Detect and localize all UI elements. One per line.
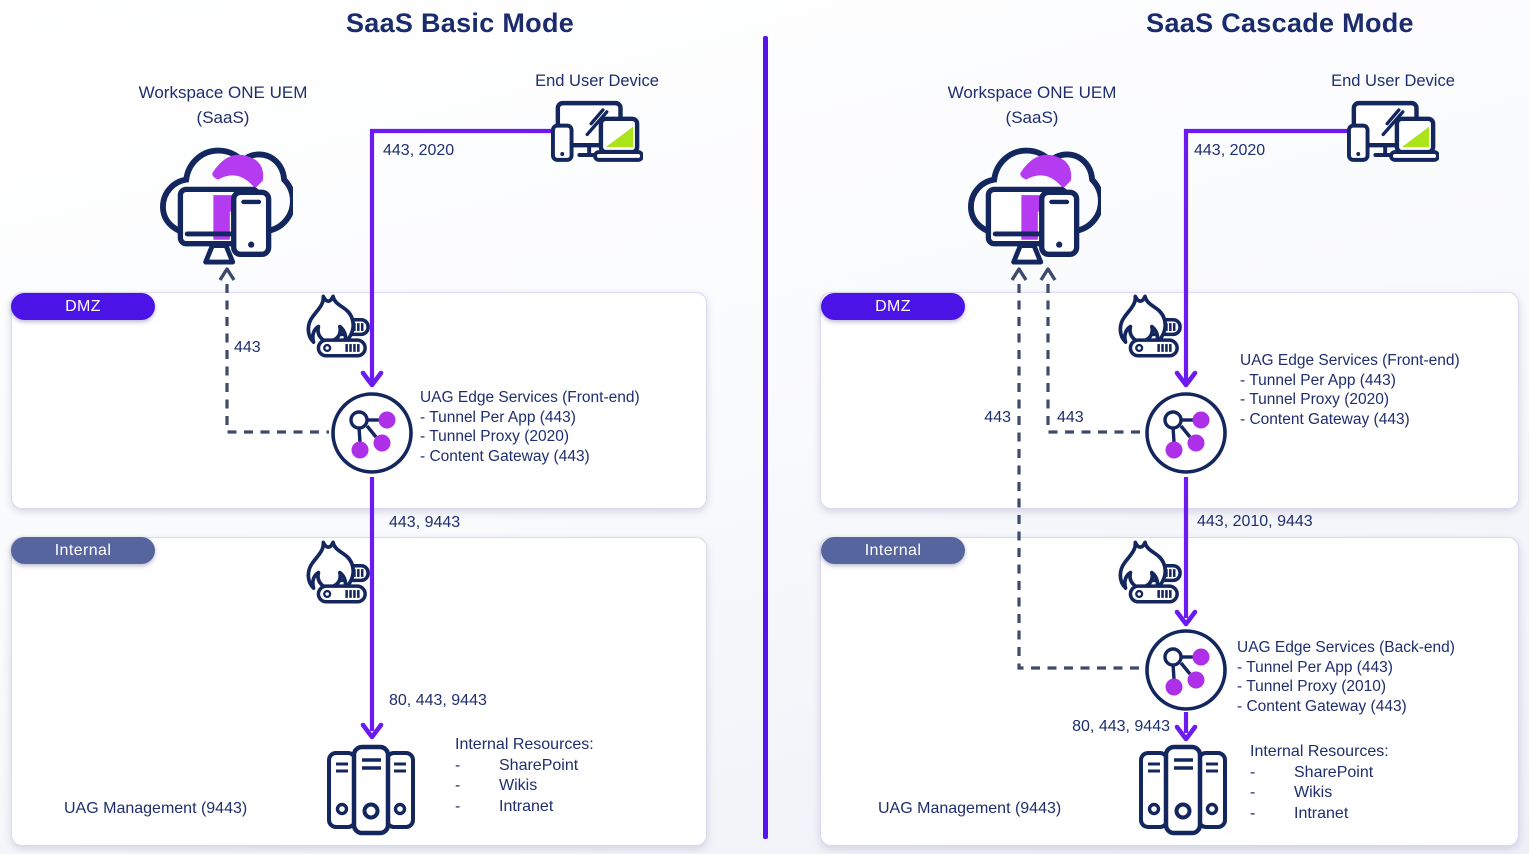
cascade-internal-badge: Internal xyxy=(821,537,965,564)
cascade-uag-frontend-item-content-gateway: - Content Gateway (443) xyxy=(1240,410,1410,428)
basic-dmz-badge-label: DMZ xyxy=(65,297,101,315)
basic-cloud-ports-label: 443 xyxy=(234,339,261,356)
cascade-uag-frontend-item-tunnel-per-app: - Tunnel Per App (443) xyxy=(1240,371,1396,389)
cascade-backend-to-cloud-arrowhead xyxy=(1010,267,1028,281)
cascade-resource-item-intranet: - Intranet xyxy=(1250,804,1389,825)
basic-uag-frontend-title: UAG Edge Services (Front-end) xyxy=(420,389,640,406)
basic-panel-title: SaaS Basic Mode xyxy=(345,8,575,38)
basic-internal-firewall-icon xyxy=(298,540,370,609)
cascade-uag-backend-item-content-gateway: - Content Gateway (443) xyxy=(1237,697,1407,715)
cascade-cloud-ports-left-label: 443 xyxy=(984,409,1011,426)
cascade-uem-label-line2: (SaaS) xyxy=(1005,108,1059,127)
cascade-uag-backend-title: UAG Edge Services (Back-end) xyxy=(1237,639,1455,656)
basic-internal-badge-label: Internal xyxy=(54,541,112,559)
basic-uem-label-line2: (SaaS) xyxy=(196,108,250,127)
cascade-workspace-one-uem-cloud-icon xyxy=(965,137,1101,265)
cascade-device-ports-label: 443, 2020 xyxy=(1194,142,1266,159)
cascade-uag-management-label: UAG Management (9443) xyxy=(878,800,1062,817)
bullet-dash: - xyxy=(455,797,461,815)
cascade-uag-backend-item-tunnel-proxy: - Tunnel Proxy (2010) xyxy=(1237,678,1387,696)
basic-device-ports-label: 443, 2020 xyxy=(383,142,455,159)
basic-uag-frontend-item-tunnel-per-app: - Tunnel Per App (443) xyxy=(420,408,576,426)
basic-uem-label-line1: Workspace ONE UEM xyxy=(138,83,308,102)
cascade-internal-resources-title: Internal Resources: xyxy=(1250,743,1389,760)
cascade-uag-backend-node-icon xyxy=(1144,628,1228,712)
cascade-cloud-ports-right-label: 443 xyxy=(1057,409,1084,426)
cascade-internal-resources-server-icon xyxy=(1139,743,1227,837)
cascade-uem-label: Workspace ONE UEM (SaaS) xyxy=(902,80,1162,130)
basic-internal-resources-server-icon xyxy=(327,743,415,837)
bullet-dash: - xyxy=(1250,804,1256,822)
resource-name: Intranet xyxy=(1294,804,1349,822)
basic-uag-frontend-item-tunnel-proxy: - Tunnel Proxy (2020) xyxy=(420,428,570,446)
cascade-internal-firewall-icon xyxy=(1110,540,1182,609)
basic-uem-label: Workspace ONE UEM (SaaS) xyxy=(93,80,353,130)
cascade-internal-resources-list: Internal Resources: - SharePoint - Wikis -… xyxy=(1250,742,1389,824)
cascade-uag-frontend-node-icon xyxy=(1144,391,1228,475)
basic-resource-item-intranet: - Intranet xyxy=(455,797,594,818)
basic-resource-item-sharepoint: - SharePoint xyxy=(455,756,594,777)
basic-resource-item-wikis: - Wikis xyxy=(455,776,594,797)
basic-uag-frontend-node-icon xyxy=(330,391,414,475)
basic-dmz-firewall-icon xyxy=(298,294,370,363)
cascade-gap-ports-label: 443, 2010, 9443 xyxy=(1197,513,1313,530)
cascade-resource-item-wikis: - Wikis xyxy=(1250,783,1389,804)
cascade-uag-frontend-text: UAG Edge Services (Front-end) - Tunnel P… xyxy=(1240,351,1460,429)
bullet-dash: - xyxy=(1250,784,1256,802)
cascade-dmz-firewall-icon xyxy=(1110,294,1182,363)
cascade-resource-ports-label: 80, 443, 9443 xyxy=(1072,718,1170,735)
bullet-dash: - xyxy=(455,756,461,774)
basic-gap-ports-label: 443, 9443 xyxy=(389,514,461,531)
cascade-uag-backend-item-tunnel-per-app: - Tunnel Per App (443) xyxy=(1237,658,1393,676)
basic-workspace-one-uem-cloud-icon xyxy=(157,137,293,265)
basic-device-label: End User Device xyxy=(535,72,659,90)
cascade-uag-frontend-title: UAG Edge Services (Front-end) xyxy=(1240,352,1460,369)
cascade-uem-label-line1: Workspace ONE UEM xyxy=(947,83,1117,102)
resource-name: SharePoint xyxy=(1294,763,1374,781)
basic-uag-frontend-item-content-gateway: - Content Gateway (443) xyxy=(420,447,590,465)
panel-divider xyxy=(763,36,768,839)
basic-internal-resources-title: Internal Resources: xyxy=(455,736,594,753)
cascade-device-label: End User Device xyxy=(1331,72,1455,90)
basic-uag-management-label: UAG Management (9443) xyxy=(64,800,248,817)
basic-internal-resources-list: Internal Resources: - SharePoint - Wikis -… xyxy=(455,735,594,817)
basic-dmz-badge: DMZ xyxy=(11,293,155,320)
cascade-uag-backend-text: UAG Edge Services (Back-end) - Tunnel Pe… xyxy=(1237,638,1455,716)
cascade-dmz-badge-label: DMZ xyxy=(875,297,911,315)
basic-internal-badge: Internal xyxy=(11,537,155,564)
cascade-uag-frontend-item-tunnel-proxy: - Tunnel Proxy (2020) xyxy=(1240,391,1390,409)
basic-uag-to-cloud-arrowhead xyxy=(218,267,236,281)
bullet-dash: - xyxy=(1250,763,1256,781)
cascade-frontend-to-cloud-arrowhead xyxy=(1039,267,1057,281)
resource-name: Wikis xyxy=(1294,784,1333,802)
cascade-end-user-device-icon xyxy=(1347,100,1439,163)
cascade-dmz-badge: DMZ xyxy=(821,293,965,320)
cascade-resource-item-sharepoint: - SharePoint xyxy=(1250,763,1389,784)
cascade-internal-badge-label: Internal xyxy=(864,541,922,559)
resource-name: Wikis xyxy=(499,777,538,795)
basic-end-user-device-icon xyxy=(551,100,643,163)
resource-name: Intranet xyxy=(499,797,554,815)
resource-name: SharePoint xyxy=(499,756,579,774)
cascade-panel-title: SaaS Cascade Mode xyxy=(1146,8,1414,38)
bullet-dash: - xyxy=(455,777,461,795)
basic-resource-ports-label: 80, 443, 9443 xyxy=(389,692,487,709)
basic-uag-frontend-text: UAG Edge Services (Front-end) - Tunnel P… xyxy=(420,388,640,466)
